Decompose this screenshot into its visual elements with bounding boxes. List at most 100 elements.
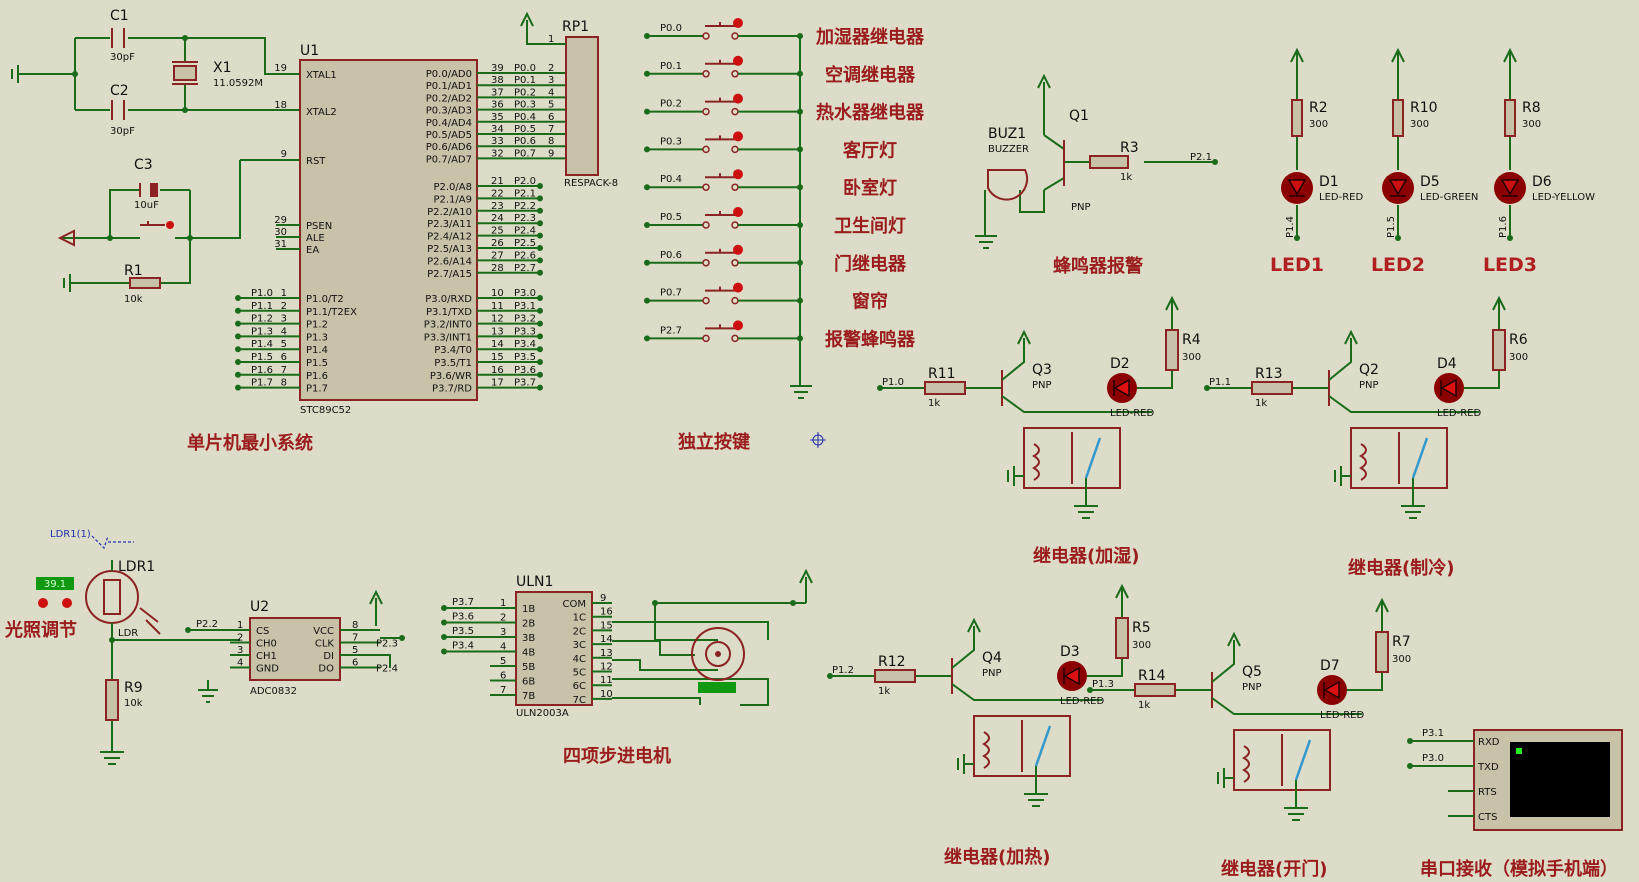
relay-base-resistor-label: R12 [878,654,906,670]
key-function-label: 客厅灯 [843,139,897,161]
relay-base-resistor-label: R11 [928,366,956,382]
mcu-pin-num: 10 [491,288,504,299]
buzzer-circuit: BUZ1 BUZZER Q1 PNP R3 1k P2.1 蜂鸣器报警 [975,73,1218,277]
mcu-pin-num: 36 [491,100,504,111]
transistor-leads [1211,631,1362,715]
relay-led-label: D4 [1437,356,1457,372]
relay-section: P1.0R111kQ3PNPD2LED-REDR4300P1.1R131kQ2P… [827,295,1528,821]
mcu-pin-num: 12 [491,314,504,325]
key-press-button[interactable] [733,207,743,217]
key-contact [731,32,739,40]
net-terminal [644,222,650,228]
transistor-value: PNP [982,668,1002,679]
mcu-pin-num: 5 [281,339,287,350]
mcu-pin-name: ALE [306,233,325,244]
mcu-pin-name: P2.7/A15 [427,269,472,280]
q1-value: PNP [1071,202,1091,213]
key-contact [731,70,739,78]
net-label: P0.7 [514,148,536,159]
relay-led-label: D2 [1110,356,1130,372]
net-terminal [235,346,241,353]
adc-pin-num: 3 [237,645,243,656]
net-terminal [537,257,543,264]
net-label: P1.2 [251,314,273,325]
section-keys: 独立按键 [678,431,750,453]
uln-pin-num: 12 [600,662,613,673]
rp1-value: RESPACK-8 [564,178,618,189]
mcu-pin-name: P2.6/A14 [427,256,472,267]
relay-led-label: D7 [1320,658,1340,674]
relay-resistor-value: 300 [1182,352,1201,363]
mcu-pin-num: 33 [491,136,504,147]
net-terminal [537,245,543,251]
section-relay-door: 继电器(开门) [1221,858,1327,880]
mcu-pin-num: 8 [281,378,287,389]
mcu-pin-name: P3.3/INT1 [424,332,472,343]
mcu-pin-num: 13 [491,326,504,337]
net-terminal [537,232,543,239]
net-terminal [1407,738,1413,744]
mcu-pin-name: P0.0/AD0 [426,69,472,80]
relay-led-resistor [1375,631,1389,673]
r9-label: R9 [124,680,143,696]
net-terminal [537,346,543,353]
net-terminal [235,384,241,391]
adc-pin-name: VCC [313,626,334,637]
relay-led-wire [1137,295,1179,389]
net-label: P2.1 [514,188,536,199]
key-press-button[interactable] [733,18,743,28]
net-terminal [644,297,650,304]
net-terminal [1507,235,1513,241]
net-label: P1.1 [251,301,273,312]
net-label: P1.4 [251,339,273,350]
key-press-button[interactable] [733,244,743,255]
mcu-pin-num: 23 [491,201,504,212]
mcu-pin-name: P1.7 [306,384,328,395]
key-contact [702,183,710,191]
mcu-pin-num: 19 [274,63,287,74]
ldr-probe-label: LDR1(1) [50,529,91,540]
led-resistor [1392,99,1404,137]
net-terminal [235,295,241,301]
mcu-pin-num: 39 [491,63,504,74]
net-label: P0.6 [514,136,536,147]
mcu-pin-num: 34 [491,124,504,135]
key-press-button[interactable] [733,169,743,180]
key-contact [731,145,739,154]
mcu-pin-num: 38 [491,75,504,86]
relay-coil-icon [982,731,990,769]
relay-resistor-value: 300 [1132,640,1151,651]
relay-base-resistor [1251,381,1293,395]
net-label: P2.5 [514,238,536,249]
led-big-label: LED3 [1483,254,1537,276]
led-section: R2300D1LED-REDP1.4LED1R10300D5LED-GREENP… [1270,47,1595,276]
key-press-button[interactable] [733,55,743,66]
diode-icon [1113,378,1130,398]
led-diode-icon [1388,179,1408,197]
net-terminal [537,359,543,365]
key-press-button[interactable] [733,282,743,293]
key-press-button[interactable] [733,93,743,104]
ldr-increase-button[interactable] [62,598,72,608]
mcu-pin-name: P0.3/AD3 [426,106,472,117]
key-press-button[interactable] [733,320,743,331]
mcu-pin-num: 25 [491,226,504,237]
mcu-pin-num: 4 [281,326,287,337]
relay-coil-icon [1242,745,1250,783]
mcu-pin-num: 32 [491,148,504,159]
uln-net: P3.6 [452,612,474,623]
net-label: P3.1 [514,301,536,312]
ldr-decrease-button[interactable] [38,598,48,608]
key-contact [731,259,739,267]
respack-pin-num: 9 [548,148,554,159]
key-press-button[interactable] [733,131,743,142]
net-label: P3.3 [514,326,536,337]
relay-net: P1.0 [882,377,904,388]
net-label: P1.0 [251,288,273,299]
key-function-label: 空调继电器 [825,64,916,86]
section-relay-cool: 继电器(制冷) [1348,557,1454,579]
key-contact [702,221,710,229]
respack-pin-num: 1 [548,34,554,45]
key-net-label: P0.5 [660,212,682,223]
